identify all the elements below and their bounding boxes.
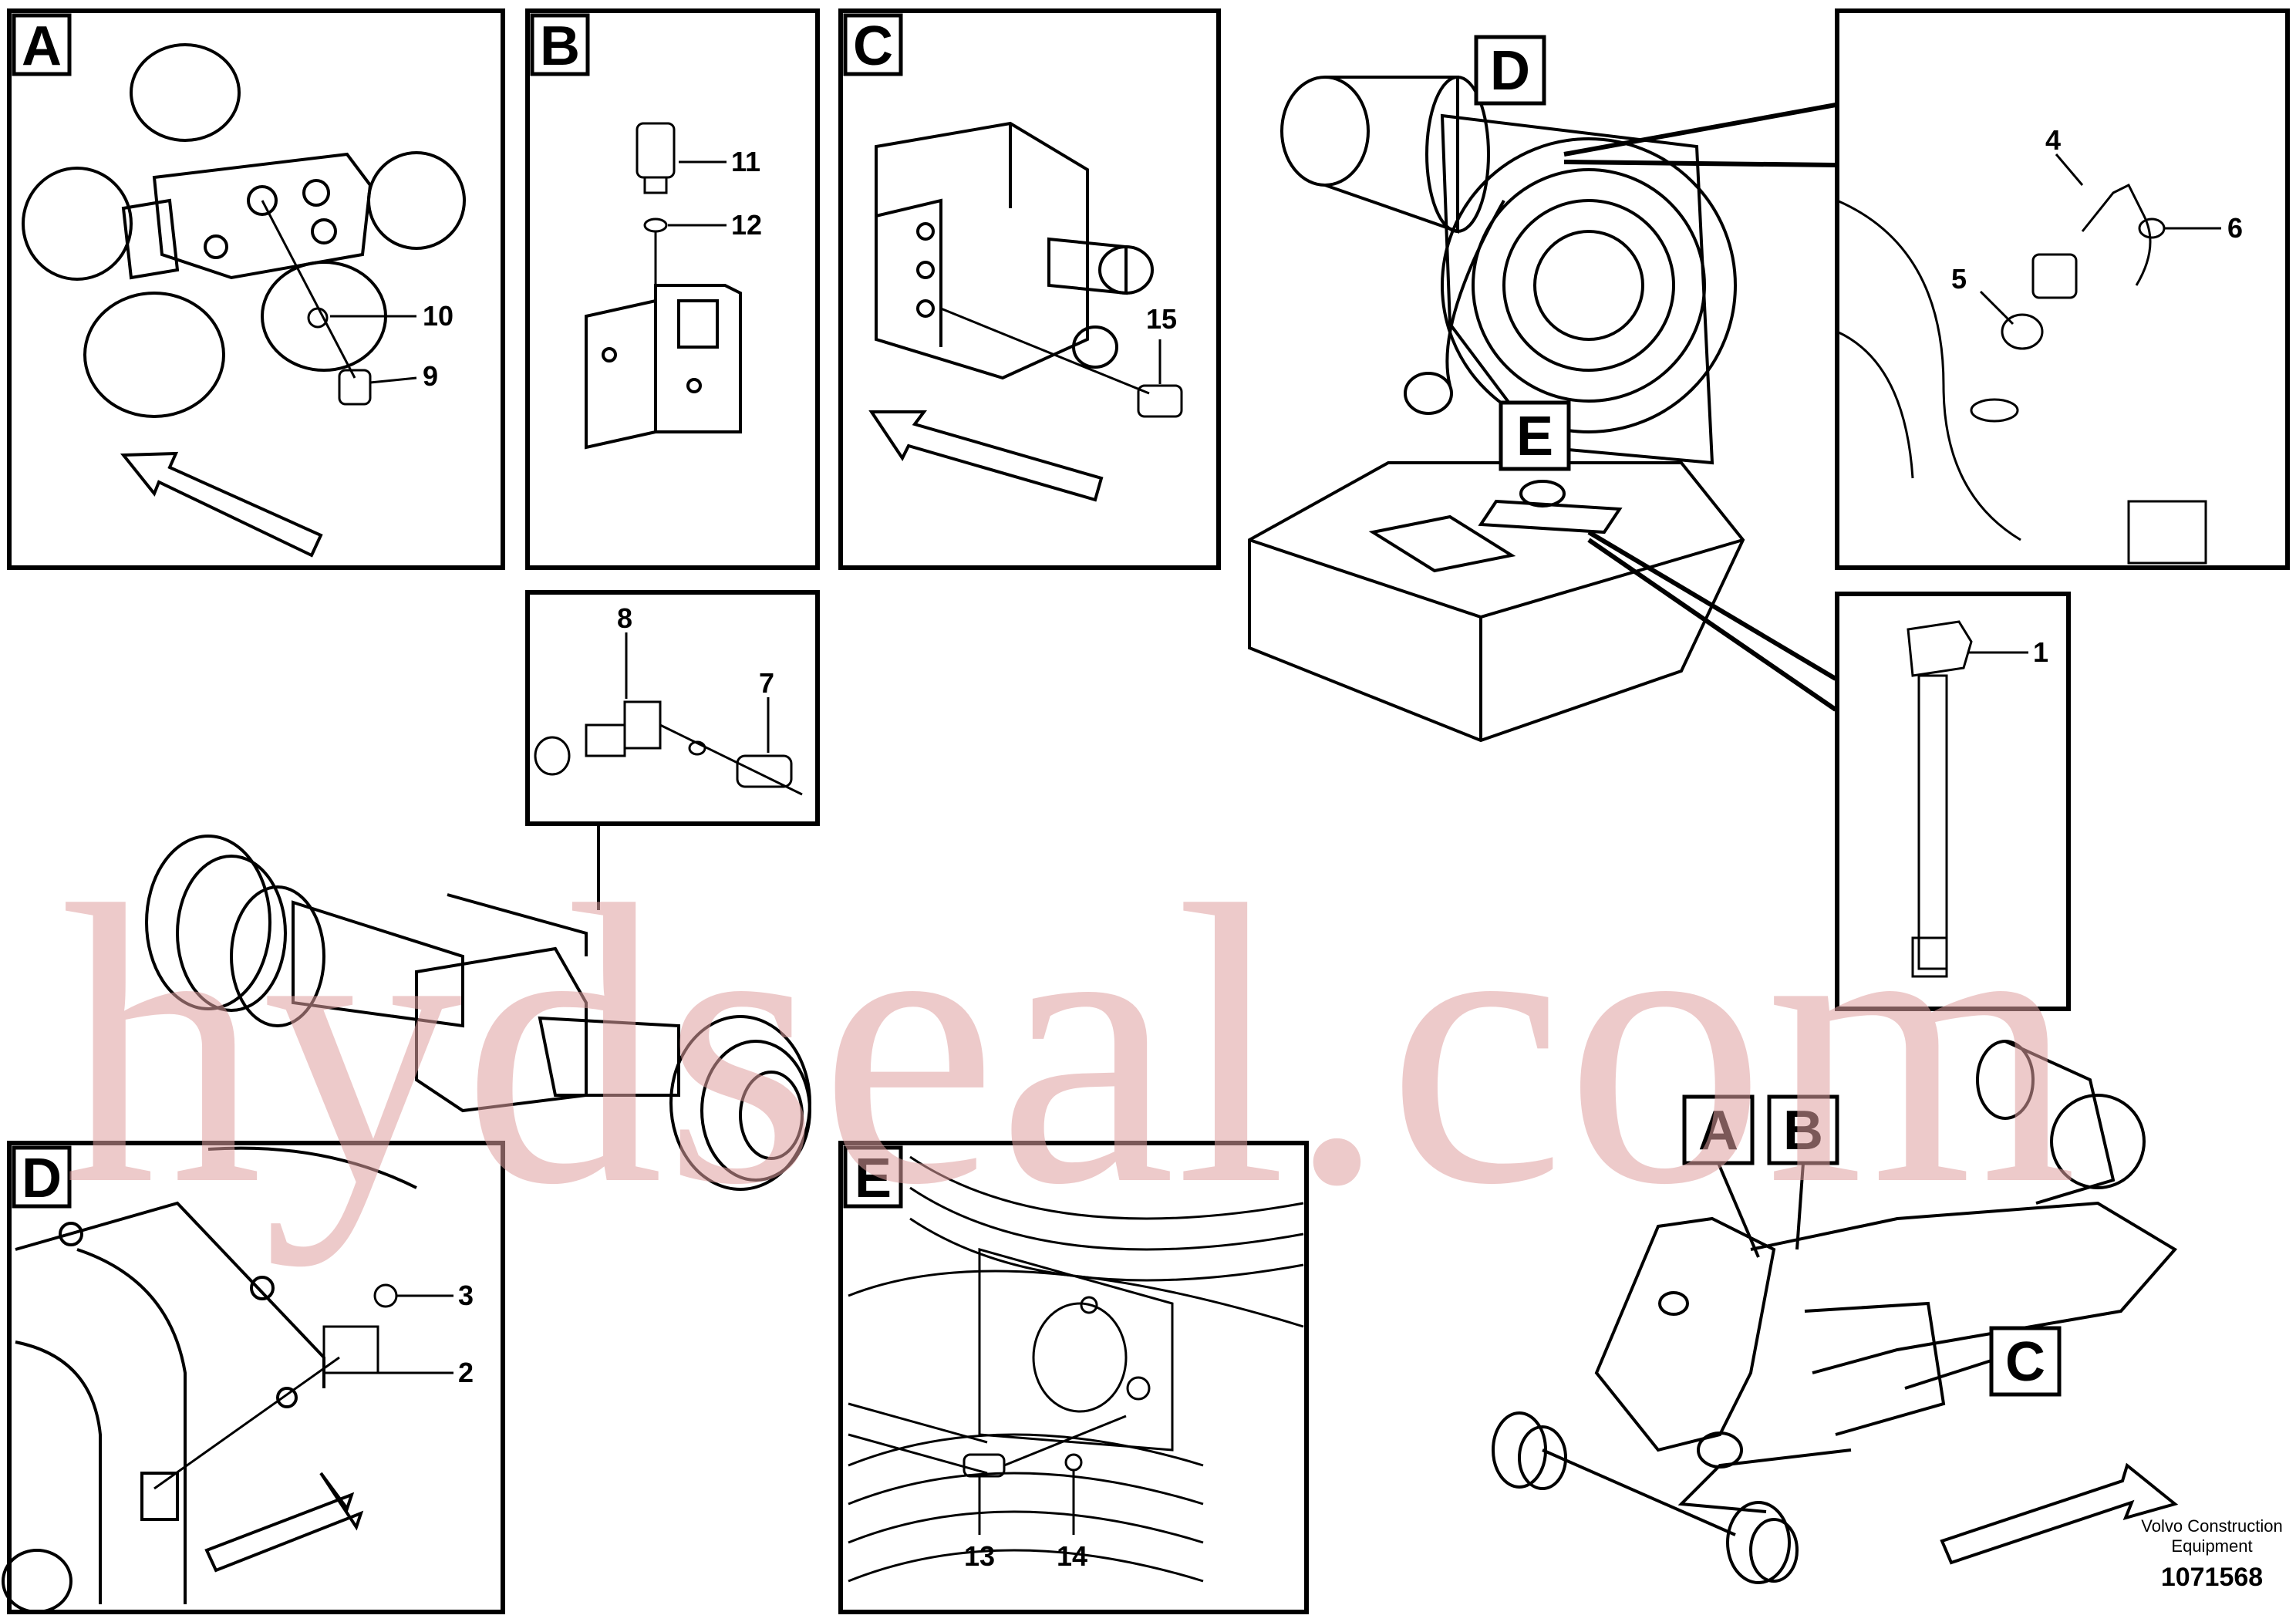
footer-line2: Equipment [2171, 1536, 2252, 1556]
overview-tag-d: D [1474, 35, 1546, 106]
panel-e: E 13 14 [838, 1141, 1309, 1614]
callout-11: 11 [731, 146, 760, 177]
pressure-switch-11-drawing [636, 122, 676, 285]
callout-1: 1 [2033, 636, 2048, 668]
overview-tag-c: C [1989, 1326, 2062, 1397]
accumulator-block-drawing [22, 43, 466, 418]
machine-overview-drawing [1492, 1040, 2178, 1584]
svg-text:B: B [1783, 1100, 1823, 1162]
svg-text:A: A [1698, 1100, 1738, 1162]
leader-line [1587, 538, 1837, 712]
direction-arrow [120, 451, 323, 558]
fitting-8-drawing [534, 700, 803, 796]
watermark-text: hydseal.com [62, 824, 2078, 1268]
leader-line [1795, 1162, 1805, 1250]
drawing-number: 1071568 [2161, 1563, 2263, 1592]
detail-panel-4-5-6: 4 6 5 [1835, 8, 2290, 570]
overview-tag-b: B [1767, 1094, 1839, 1165]
overview-tag-a: A [1682, 1094, 1755, 1165]
panel-e-tag: E [855, 1148, 892, 1209]
callout-3: 3 [458, 1280, 474, 1311]
sensor-2-drawing [153, 1283, 398, 1490]
callout-8: 8 [617, 602, 632, 634]
callout-5: 5 [1951, 263, 1967, 295]
direction-arrow [1940, 1462, 2179, 1565]
panel-a: A 10 9 [7, 8, 505, 570]
panel-d: D 3 2 [2, 1141, 505, 1614]
panel-d-tag-box [12, 1145, 72, 1209]
svg-text:C: C [2005, 1331, 2045, 1393]
callout-13: 13 [964, 1540, 995, 1572]
level-sensor-1-drawing [1907, 620, 1973, 978]
callout-7: 7 [759, 667, 774, 699]
overview-tag-e: E [1499, 400, 1571, 471]
panel-b-tag-box [530, 13, 590, 76]
sensor-15-drawing [940, 307, 1183, 418]
svg-text:E: E [1516, 406, 1553, 467]
leader-line [1717, 1162, 1760, 1258]
panel-b: B 11 12 [525, 8, 820, 570]
callout-14: 14 [1057, 1540, 1087, 1572]
cooler-and-tank-drawing [1248, 76, 1745, 743]
callout-10: 10 [423, 300, 453, 332]
callout-4: 4 [2045, 124, 2061, 156]
leader-line [1563, 103, 1836, 157]
panel-b-tag: B [540, 15, 580, 77]
callout-2: 2 [458, 1357, 474, 1388]
detail-panel-8-7: 8 7 [525, 590, 820, 826]
valve-block-c-drawing [875, 121, 1154, 380]
sensor-9-drawing [261, 200, 372, 406]
panel-e-tag-box [843, 1145, 903, 1209]
panel-a-tag-box [12, 13, 72, 76]
fan-shroud-drawing [848, 1155, 1304, 1583]
svg-text:D: D [1490, 40, 1530, 102]
temp-sensor-13-drawing [963, 1415, 1127, 1478]
panel-c: C 15 [838, 8, 1221, 570]
footer-line1: Volvo Construction [2141, 1516, 2282, 1536]
callout-15: 15 [1146, 303, 1177, 335]
leader-line [1563, 160, 1836, 167]
axle-drawing [145, 824, 811, 1191]
direction-arrow [204, 1472, 364, 1573]
panel-a-tag: A [22, 15, 62, 77]
pressure-sensor-7-drawing [736, 754, 793, 788]
callout-6: 6 [2227, 212, 2243, 244]
sensor-assembly-drawing [1836, 183, 2207, 565]
callout-9: 9 [423, 360, 438, 392]
leader-line [1587, 530, 1837, 681]
callout-12: 12 [731, 209, 762, 241]
leader-line [1904, 1359, 1992, 1390]
detail-panel-1: 1 [1835, 592, 2071, 1011]
panel-c-tag: C [853, 15, 893, 77]
panel-d-tag: D [22, 1148, 62, 1209]
direction-arrow [868, 410, 1104, 502]
valve-block-b-drawing [585, 284, 742, 450]
panel-c-tag-box [843, 13, 903, 76]
